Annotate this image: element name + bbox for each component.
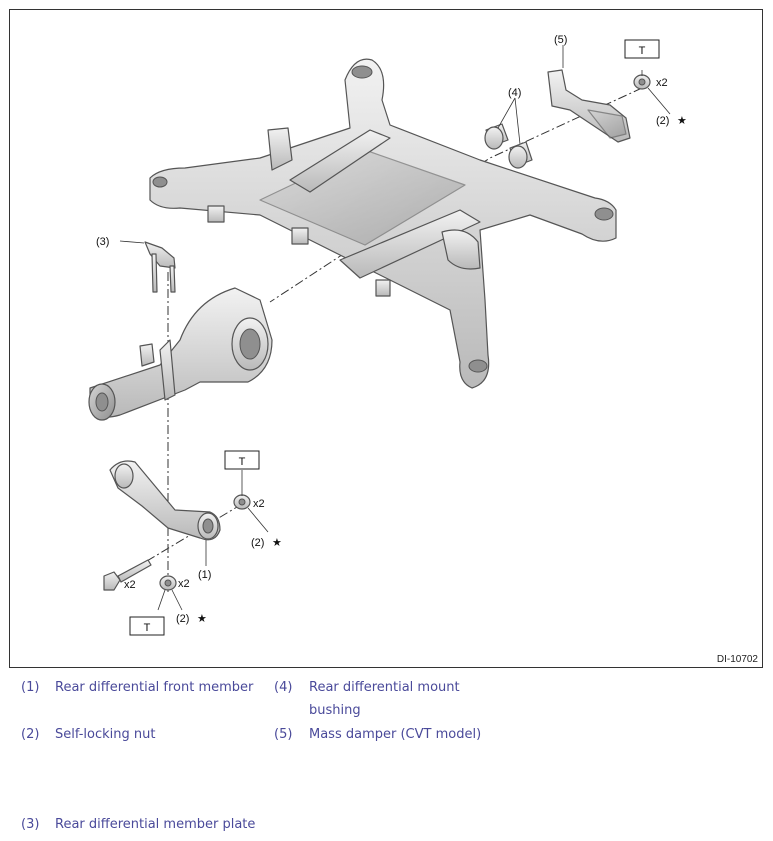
torque-label-bottom: T [144, 622, 151, 634]
nut-upper-right [633, 74, 651, 90]
legend-text: Self-locking nut [55, 727, 156, 742]
legend-num: (1) [21, 680, 40, 695]
legend-num: (4) [274, 680, 293, 695]
star-middle: ★ [272, 537, 282, 549]
rear-subframe [149, 58, 617, 389]
qty-upper-right: x2 [656, 77, 668, 89]
legend-num: (3) [21, 817, 40, 832]
qty-bottom: x2 [178, 578, 190, 590]
mount-bushings [484, 123, 533, 169]
torque-box-middle [224, 450, 260, 470]
rear-differential [88, 287, 273, 421]
legend-text: Rear differential mount [309, 680, 460, 695]
callout-4: (4) [508, 87, 521, 99]
exploded-view-figure: T T T (5) (4) (3) (1) (2) ★ (2) ★ (2) ★ … [9, 9, 763, 668]
legend-num: (2) [21, 727, 40, 742]
legend-text-line2: bushing [309, 703, 361, 718]
legend-item-1: (1) Rear differential front member [21, 676, 271, 700]
torque-box-bottom [129, 616, 165, 636]
diagram-id: DI-10702 [716, 654, 758, 665]
bolt-lower-left [103, 559, 152, 591]
mass-damper [547, 69, 631, 143]
member-plate [144, 241, 176, 293]
front-member [109, 460, 221, 541]
torque-label-middle: T [239, 456, 246, 468]
nut-lower-center [233, 494, 251, 510]
star-upper: ★ [677, 115, 687, 127]
legend-num: (5) [274, 727, 293, 742]
legend-item-3: (3) Rear differential member plate [21, 813, 301, 837]
torque-label-upper: T [639, 45, 646, 57]
legend-item-2: (2) Self-locking nut [21, 723, 271, 747]
qty-bolt: x2 [124, 579, 136, 591]
exploded-view-drawing: T T T (5) (4) (3) (1) (2) ★ (2) ★ (2) ★ … [88, 34, 687, 636]
callout-2-upper: (2) [656, 115, 669, 127]
centerline-lower [131, 503, 243, 571]
callout-1: (1) [198, 569, 211, 581]
callout-5: (5) [554, 34, 567, 46]
legend-text: Rear differential front member [55, 680, 254, 695]
legend-text: Rear differential member plate [55, 817, 256, 832]
nut-bottom [159, 575, 177, 591]
callout-2-bottom: (2) [176, 613, 189, 625]
legend-item-5: (5) Mass damper (CVT model) [274, 723, 534, 747]
star-bottom: ★ [197, 613, 207, 625]
legend-item-4: (4) Rear differential mount bushing [274, 676, 534, 724]
callout-3: (3) [96, 236, 109, 248]
qty-middle: x2 [253, 498, 265, 510]
legend-text: Mass damper (CVT model) [309, 727, 482, 742]
torque-box-upper [624, 39, 660, 59]
callout-2-middle: (2) [251, 537, 264, 549]
